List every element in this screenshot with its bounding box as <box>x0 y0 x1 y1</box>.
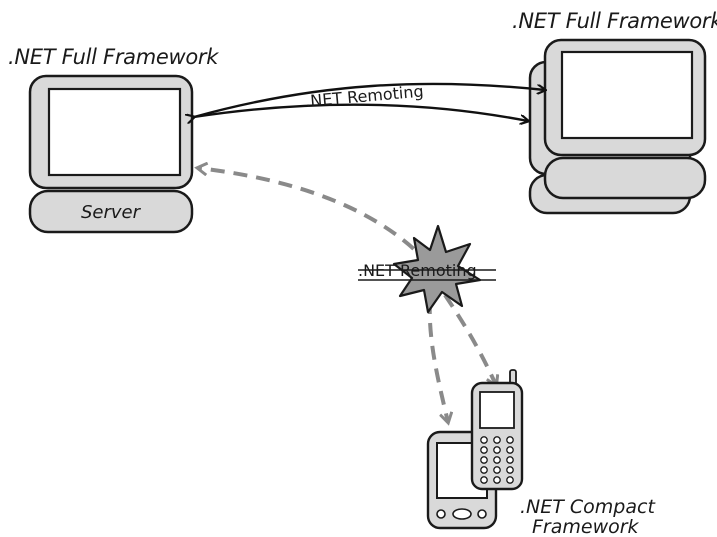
remoting-connection <box>193 82 545 121</box>
dashed-arrow-to-pda <box>427 299 448 422</box>
pda-buttons <box>436 508 487 520</box>
client-platform-label: .NET Full Framework <box>512 9 717 33</box>
server-base <box>28 189 194 234</box>
dashed-arrow-to-server <box>198 168 432 267</box>
server-name-label: Server <box>81 202 142 223</box>
remoting-arrow-top <box>194 82 545 117</box>
client-screen <box>560 50 694 140</box>
client-base <box>543 156 707 200</box>
server-platform-label: .NET Full Framework <box>8 45 219 69</box>
phone-keypad <box>480 436 514 484</box>
dashed-arrow-to-phone <box>443 293 496 385</box>
phone-screen <box>479 391 515 429</box>
server-screen <box>47 87 182 177</box>
compact-platform-label-line1: .NET Compact <box>520 496 656 518</box>
blocked-burst-icon <box>392 224 482 314</box>
client-computers <box>528 38 707 215</box>
compact-platform-label-line2: Framework <box>532 516 640 537</box>
blocked-remoting-label: .NET Remoting <box>358 261 496 281</box>
remoting-arrow-bottom <box>193 103 528 121</box>
server-computer <box>28 74 194 234</box>
blocked-remoting-paths <box>198 168 496 422</box>
handheld-devices <box>426 369 524 530</box>
